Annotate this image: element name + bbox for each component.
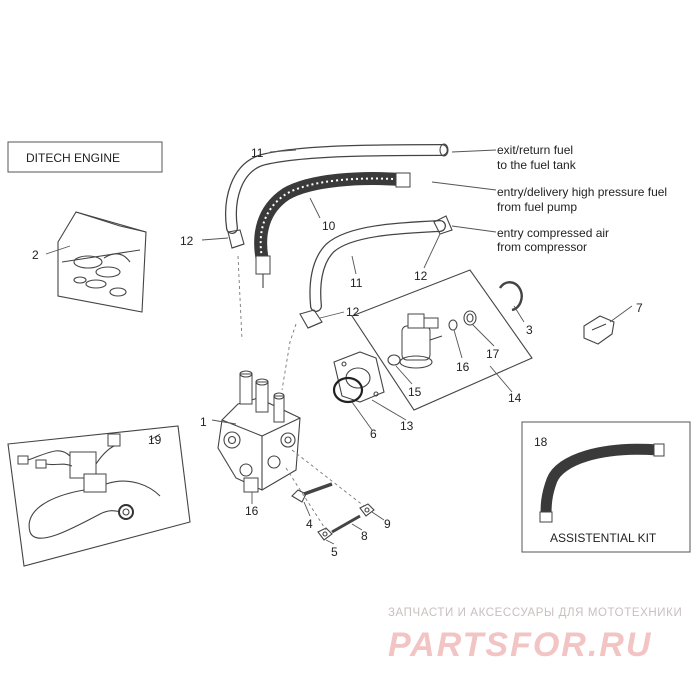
high-pressure-label-1: entry/delivery high pressure fuel bbox=[497, 185, 667, 199]
ditech-engine-title: DITECH ENGINE bbox=[26, 151, 120, 165]
callout-leaders bbox=[45, 149, 633, 545]
watermark-tagline: ЗАПЧАСТИ И АКСЕССУАРЫ ДЛЯ МОТОТЕХНИКИ bbox=[388, 607, 682, 619]
callout-13: 13 bbox=[400, 419, 414, 433]
high-pressure-hose-10 bbox=[254, 172, 411, 288]
fuel-return-label-2: to the fuel tank bbox=[497, 158, 577, 172]
ditech-engine-box: DITECH ENGINE bbox=[7, 141, 163, 173]
stud-8 bbox=[331, 514, 361, 534]
nut-9 bbox=[359, 503, 375, 517]
callout-1: 1 bbox=[200, 415, 207, 429]
callout-2: 2 bbox=[32, 248, 39, 262]
gasket-plate-13 bbox=[333, 351, 385, 403]
fuel-return-label-1: exit/return fuel bbox=[497, 143, 573, 157]
assistential-kit-box: ASSISTENTIAL KIT bbox=[521, 421, 691, 553]
callout-11-top: 11 bbox=[251, 146, 264, 160]
hose-clamp-12c bbox=[299, 309, 323, 329]
bracket-7 bbox=[583, 315, 615, 345]
hose-clamp-12b bbox=[433, 215, 453, 235]
compressed-air-label-2: from compressor bbox=[497, 240, 587, 254]
solenoid-assembly-14 bbox=[351, 269, 533, 411]
gasket-kit-envelope bbox=[57, 211, 147, 313]
callout-5: 5 bbox=[331, 545, 338, 559]
callout-18: 18 bbox=[534, 435, 548, 449]
callout-12-lower: 12 bbox=[346, 305, 360, 319]
return-hose-11 bbox=[225, 143, 449, 234]
callout-10: 10 bbox=[322, 219, 336, 233]
o-ring-6 bbox=[332, 376, 364, 404]
callout-17: 17 bbox=[486, 347, 500, 361]
callout-4: 4 bbox=[306, 517, 313, 531]
callout-14: 14 bbox=[508, 391, 522, 405]
circlip-3 bbox=[498, 281, 523, 312]
nut-5 bbox=[317, 527, 333, 541]
wiring-kit-box-19 bbox=[7, 425, 191, 567]
callout-8: 8 bbox=[361, 529, 368, 543]
injector-body-1 bbox=[217, 370, 301, 493]
high-pressure-label-2: from fuel pump bbox=[497, 200, 577, 214]
callout-6: 6 bbox=[370, 427, 377, 441]
bolt-4 bbox=[291, 482, 333, 503]
callout-19: 19 bbox=[148, 433, 162, 447]
callout-16-top: 16 bbox=[456, 360, 470, 374]
compressed-air-label-1: entry compressed air bbox=[497, 226, 609, 240]
callout-11-middle: 11 bbox=[350, 276, 363, 290]
callout-15: 15 bbox=[408, 385, 422, 399]
air-hose-11 bbox=[309, 220, 446, 312]
watermark-logo: PARTSFOR.RU bbox=[388, 626, 652, 664]
callout-7: 7 bbox=[636, 301, 643, 315]
assistential-kit-title: ASSISTENTIAL KIT bbox=[550, 531, 657, 545]
callout-12-right: 12 bbox=[414, 269, 428, 283]
callout-9: 9 bbox=[384, 517, 391, 531]
callout-12-left: 12 bbox=[180, 234, 194, 248]
callout-16-bottom: 16 bbox=[245, 504, 259, 518]
hose-clamp-12a bbox=[227, 229, 245, 249]
watermark: ЗАПЧАСТИ И АКСЕССУАРЫ ДЛЯ МОТОТЕХНИКИ PA… bbox=[388, 607, 682, 664]
callout-3: 3 bbox=[526, 323, 533, 337]
